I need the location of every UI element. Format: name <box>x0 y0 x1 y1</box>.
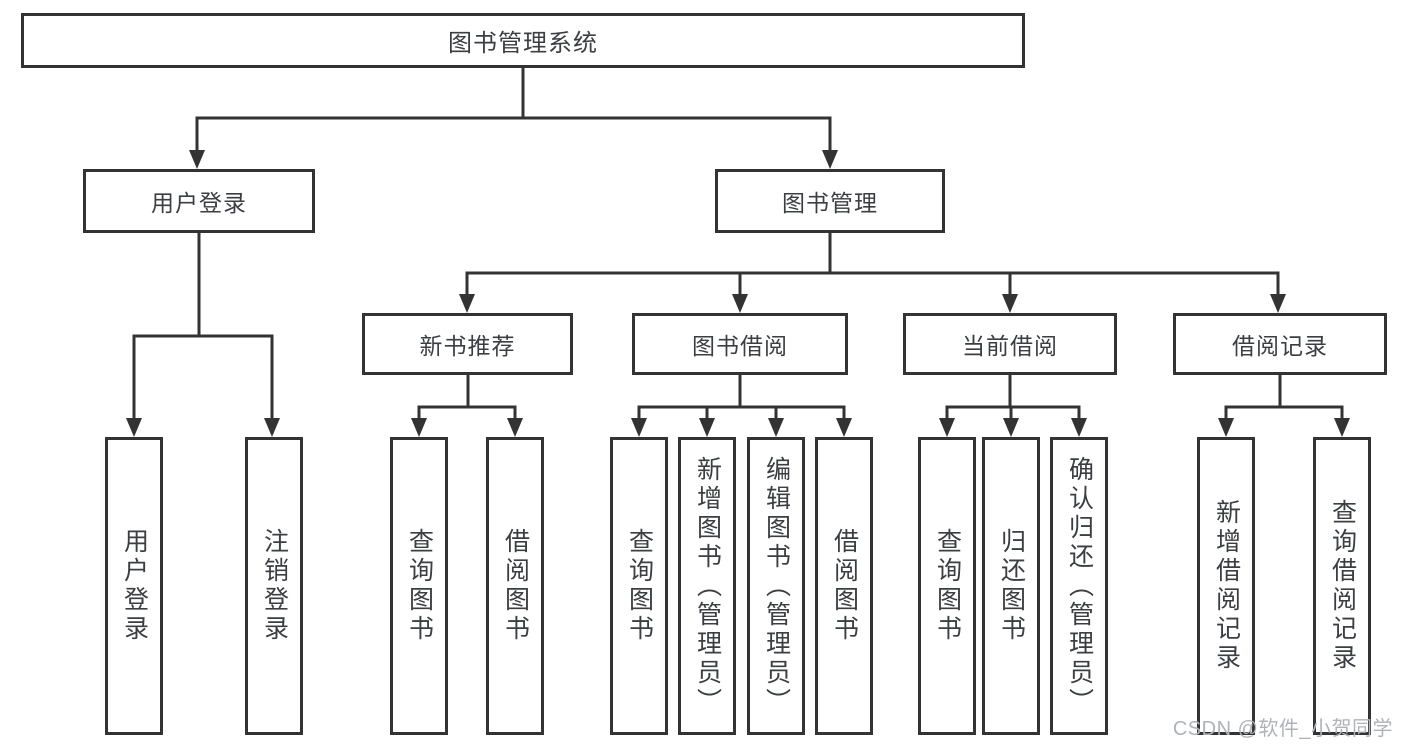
leaf-query-books-borrow: 查询图书 <box>610 437 668 735</box>
node-book-borrow-label: 图书借阅 <box>692 333 788 359</box>
leaf-borrow-books-recommend-label: 借阅图书 <box>501 528 530 644</box>
leaf-return-books-label: 归还图书 <box>997 528 1026 644</box>
node-borrow-records: 借阅记录 <box>1173 313 1387 375</box>
node-book-borrow: 图书借阅 <box>632 313 848 375</box>
leaf-add-book-admin-label: 新增图书（管理员） <box>693 455 722 717</box>
leaf-confirm-return-admin-label: 确认归还（管理员） <box>1065 455 1094 717</box>
connector-book-management-children <box>459 233 1286 313</box>
leaf-query-borrow-record: 查询借阅记录 <box>1313 437 1371 735</box>
node-borrow-records-label: 借阅记录 <box>1232 333 1328 359</box>
node-current-borrow: 当前借阅 <box>903 313 1117 375</box>
connector-root-to-level2 <box>189 68 838 169</box>
node-user-login: 用户登录 <box>83 169 315 233</box>
leaf-return-books: 归还图书 <box>982 437 1040 735</box>
leaf-query-books-borrow-label: 查询图书 <box>625 528 654 644</box>
leaf-logout: 注销登录 <box>245 437 303 735</box>
leaf-query-borrow-record-label: 查询借阅记录 <box>1328 499 1357 673</box>
leaf-query-books-recommend: 查询图书 <box>390 437 448 735</box>
connector-new-book-recommend-children <box>411 375 523 437</box>
leaf-confirm-return-admin: 确认归还（管理员） <box>1050 437 1108 735</box>
node-book-management: 图书管理 <box>715 169 945 233</box>
leaf-logout-label: 注销登录 <box>260 528 289 644</box>
connector-book-borrow-children <box>631 375 852 437</box>
leaf-user-login-label: 用户登录 <box>120 528 149 644</box>
leaf-add-borrow-record-label: 新增借阅记录 <box>1212 499 1241 673</box>
leaf-borrow-books-recommend: 借阅图书 <box>486 437 544 735</box>
leaf-edit-book-admin-label: 编辑图书（管理员） <box>762 455 791 717</box>
leaf-borrow-books-label: 借阅图书 <box>830 528 859 644</box>
leaf-borrow-books: 借阅图书 <box>815 437 873 735</box>
leaf-edit-book-admin: 编辑图书（管理员） <box>747 437 805 735</box>
connector-user-login-children <box>126 233 280 437</box>
connector-borrow-records-children <box>1218 375 1350 437</box>
node-user-login-label: 用户登录 <box>151 190 247 216</box>
node-book-management-label: 图书管理 <box>782 190 878 216</box>
node-root: 图书管理系统 <box>21 13 1025 68</box>
connector-current-borrow-children <box>939 375 1087 437</box>
node-new-book-recommend-label: 新书推荐 <box>419 333 516 359</box>
node-current-borrow-label: 当前借阅 <box>962 333 1058 359</box>
leaf-add-borrow-record: 新增借阅记录 <box>1197 437 1255 735</box>
node-root-label: 图书管理系统 <box>448 30 598 57</box>
leaf-query-books-current-label: 查询图书 <box>933 528 962 644</box>
leaf-user-login: 用户登录 <box>105 437 163 735</box>
leaf-add-book-admin: 新增图书（管理员） <box>678 437 736 735</box>
leaf-query-books-recommend-label: 查询图书 <box>405 528 434 644</box>
csdn-watermark: CSDN @软件_小贺同学 <box>1172 718 1393 740</box>
node-new-book-recommend: 新书推荐 <box>362 313 573 375</box>
leaf-query-books-current: 查询图书 <box>918 437 976 735</box>
